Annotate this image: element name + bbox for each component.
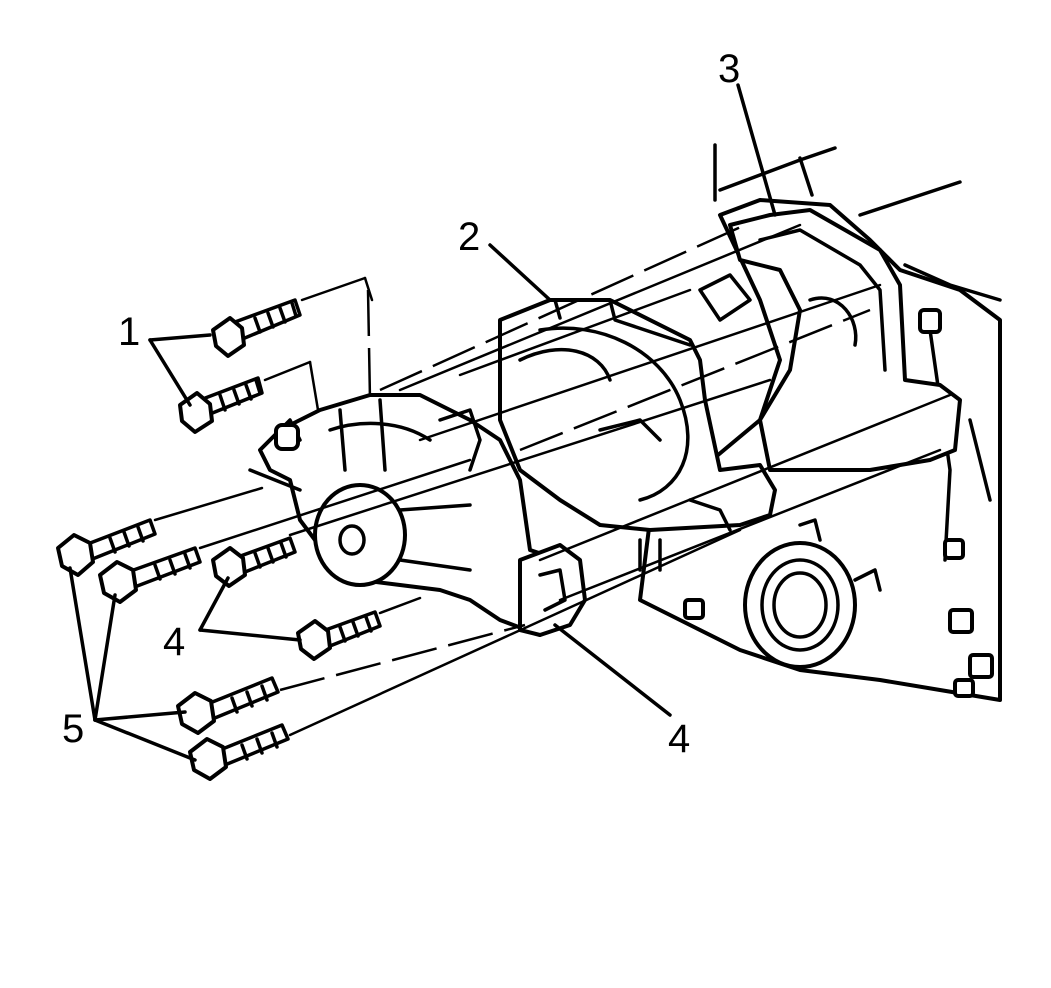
callout-5: 5 (62, 707, 84, 751)
callout-3: 3 (718, 47, 740, 91)
bolt-5c (176, 676, 280, 735)
leader-lines (68, 83, 777, 762)
bolt-5a (56, 518, 157, 577)
bolt-1a (211, 298, 302, 358)
callout-2: 2 (458, 215, 480, 259)
bolt-5d (188, 723, 290, 781)
bolt-4b (296, 610, 382, 661)
alignment-lines (153, 223, 952, 737)
clutch-housing-2 (498, 298, 777, 572)
bolt-5b (98, 546, 202, 604)
gasket-3 (728, 208, 962, 472)
callout-4-left: 4 (163, 620, 185, 664)
bolt-1b (178, 376, 264, 434)
bolt-4a (211, 536, 297, 588)
extension-housing (248, 393, 587, 637)
callout-1: 1 (118, 310, 140, 354)
callout-4-bottom: 4 (668, 717, 690, 761)
